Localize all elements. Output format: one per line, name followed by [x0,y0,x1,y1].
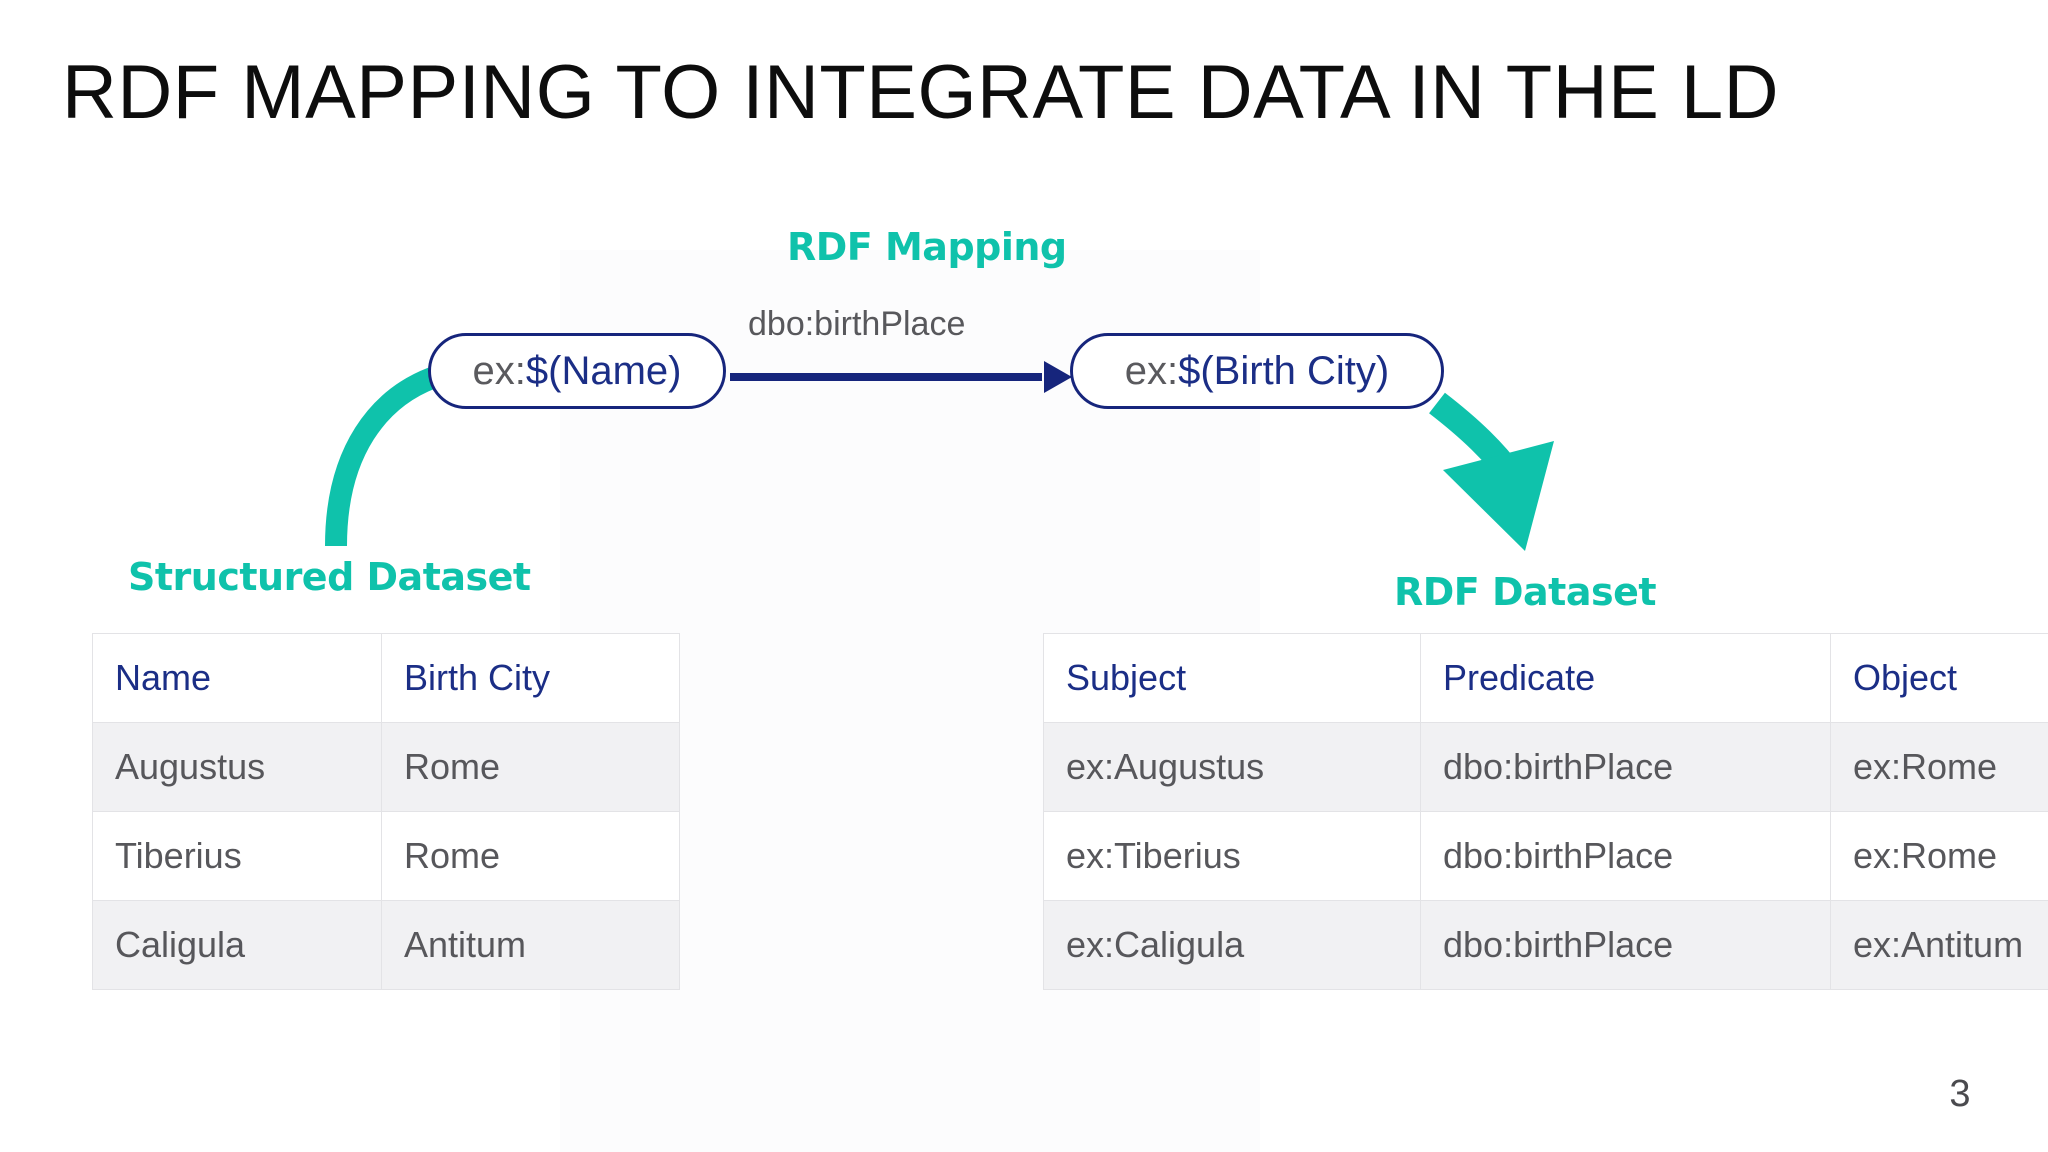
graph-node-object[interactable]: ex:$(Birth City) [1070,333,1444,409]
edge-label-predicate: dbo:birthPlace [748,305,966,343]
page-number: 3 [1949,1073,1971,1115]
table-header-row: Name Birth City [92,633,680,723]
cell-birthcity: Rome [381,811,680,901]
column-header-predicate: Predicate [1420,633,1831,723]
table-header-row: Subject Predicate Object [1043,633,2048,723]
column-header-name: Name [92,633,382,723]
cell-subject: ex:Augustus [1043,722,1421,812]
cell-object: ex:Rome [1830,811,2048,901]
table-row: Caligula Antitum [92,900,680,990]
cell-birthcity: Antitum [381,900,680,990]
cell-object: ex:Antitum [1830,900,2048,990]
page-title: RDF MAPPING TO INTEGRATE DATA IN THE LD [62,50,1780,135]
column-header-subject: Subject [1043,633,1421,723]
graph-node-subject[interactable]: ex:$(Name) [428,333,726,409]
node-to-rdf-arrowhead-icon [1443,441,1554,551]
cell-birthcity: Rome [381,722,680,812]
node-subject-prefix: ex: [472,349,526,393]
cell-predicate: dbo:birthPlace [1420,900,1831,990]
rdf-dataset-label: RDF Dataset [1394,570,1657,614]
cell-name: Augustus [92,722,382,812]
column-header-birthcity: Birth City [381,633,680,723]
table-row: Augustus Rome [92,722,680,812]
table-row: ex:Tiberius dbo:birthPlace ex:Rome [1043,811,2048,901]
table-row: ex:Augustus dbo:birthPlace ex:Rome [1043,722,2048,812]
cell-name: Caligula [92,900,382,990]
node-object-variable: $(Birth City) [1178,349,1390,393]
node-subject-variable: $(Name) [525,349,682,393]
rdf-dataset-table: Subject Predicate Object ex:Augustus dbo… [1043,633,2048,990]
predicate-arrow-icon [730,361,1072,393]
table-row: Tiberius Rome [92,811,680,901]
rdf-mapping-label: RDF Mapping [787,225,1067,269]
structured-dataset-label: Structured Dataset [128,555,531,599]
cell-predicate: dbo:birthPlace [1420,722,1831,812]
node-object-prefix: ex: [1124,349,1179,393]
cell-predicate: dbo:birthPlace [1420,811,1831,901]
structured-to-node-curve-icon [325,367,437,547]
cell-object: ex:Rome [1830,722,2048,812]
cell-subject: ex:Tiberius [1043,811,1421,901]
cell-name: Tiberius [92,811,382,901]
node-to-rdf-curve-icon [1429,392,1523,484]
structured-dataset-table: Name Birth City Augustus Rome Tiberius R… [92,633,680,990]
table-row: ex:Caligula dbo:birthPlace ex:Antitum [1043,900,2048,990]
column-header-object: Object [1830,633,2048,723]
cell-subject: ex:Caligula [1043,900,1421,990]
